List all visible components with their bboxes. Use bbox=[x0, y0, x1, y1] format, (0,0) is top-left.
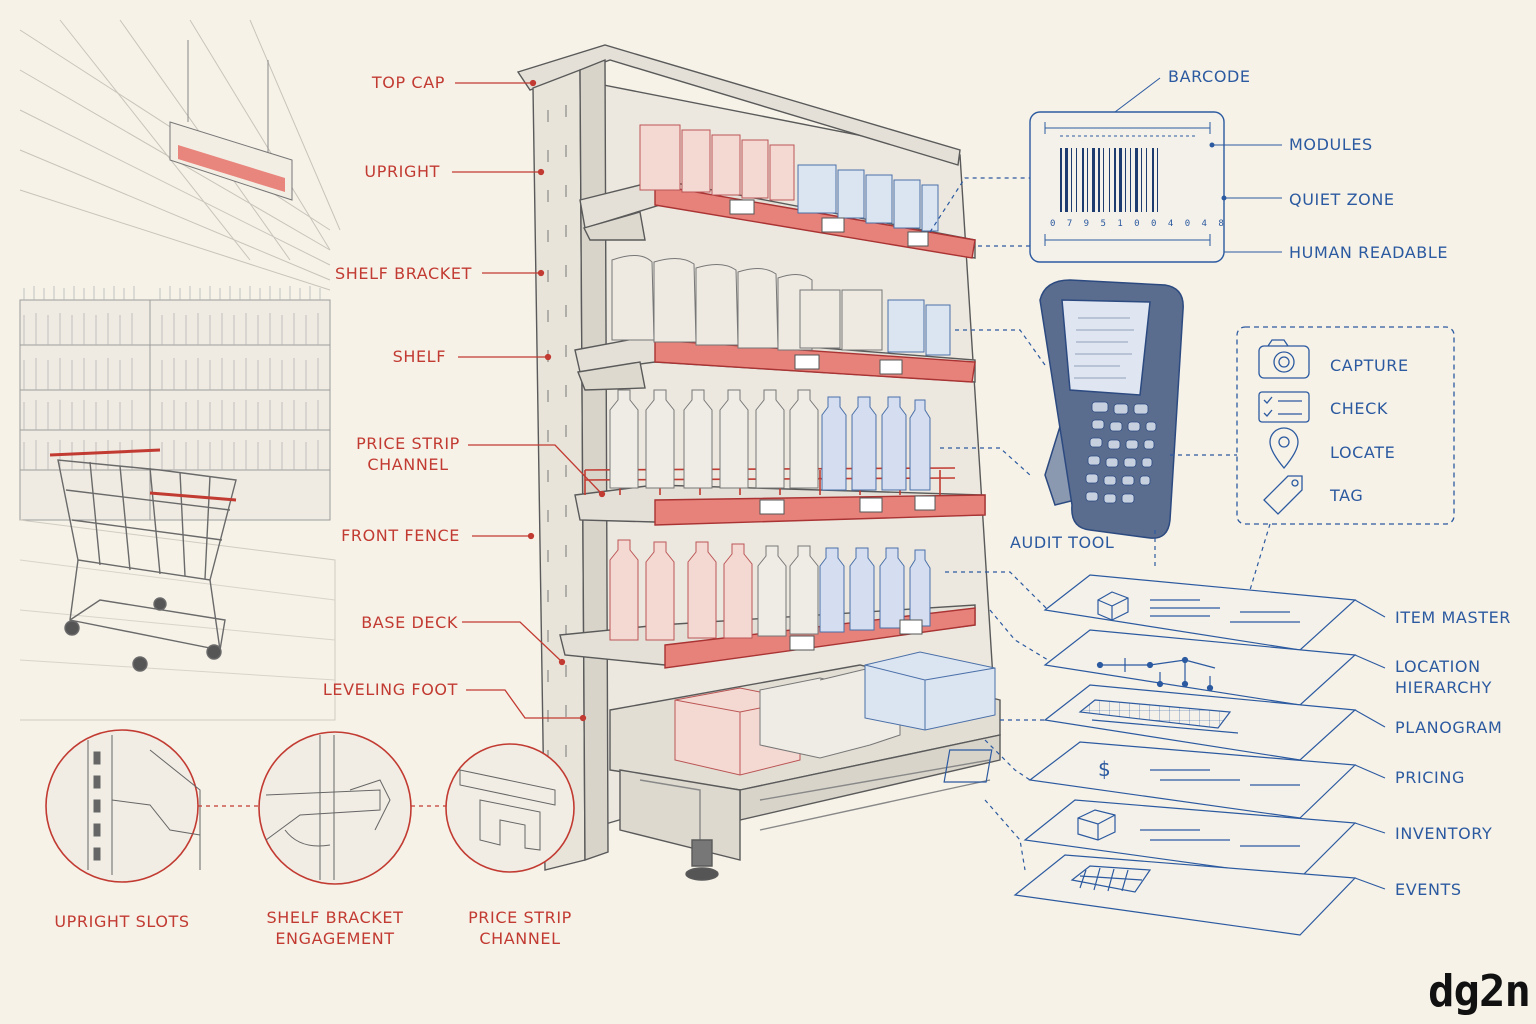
barcode-bar bbox=[1071, 148, 1072, 212]
label-location-line-2: HIERARCHY bbox=[1395, 678, 1492, 697]
label-front-fence: FRONT FENCE bbox=[341, 526, 460, 545]
barcode-panel: 0 7 9 5 1 0 0 4 0 4 8 bbox=[1029, 77, 1282, 263]
label-locate: LOCATE bbox=[1330, 443, 1396, 462]
label-location-line-1: LOCATION bbox=[1395, 657, 1481, 676]
detail-bracket-line-2: ENGAGEMENT bbox=[275, 929, 395, 948]
svg-text:$: $ bbox=[1098, 757, 1111, 781]
barcode-bar bbox=[1135, 148, 1138, 212]
label-price-strip-channel: PRICE STRIP CHANNEL bbox=[352, 433, 464, 475]
label-modules: MODULES bbox=[1289, 135, 1373, 154]
detail-price-strip-line-2: CHANNEL bbox=[479, 929, 561, 948]
label-human-readable: HUMAN READABLE bbox=[1289, 243, 1449, 262]
blue-connectors bbox=[929, 177, 1271, 871]
barcode-bar bbox=[1130, 148, 1131, 212]
label-location-hierarchy: LOCATION HIERARCHY bbox=[1395, 656, 1492, 698]
label-shelf: SHELF bbox=[392, 347, 446, 366]
label-top-cap: TOP CAP bbox=[371, 73, 445, 92]
detail-shelf-bracket-engagement: SHELF BRACKET ENGAGEMENT bbox=[255, 907, 415, 949]
store-aisle-sketch bbox=[19, 19, 341, 721]
label-inventory: INVENTORY bbox=[1395, 824, 1493, 843]
label-leveling-foot: LEVELING FOOT bbox=[322, 680, 458, 699]
barcode-bar bbox=[1119, 148, 1122, 212]
barcode-bar bbox=[1152, 148, 1154, 212]
barcode-bars bbox=[1060, 148, 1158, 212]
barcode-bar bbox=[1157, 148, 1158, 212]
data-layer-icons: $ bbox=[943, 591, 1300, 893]
label-upright: UPRIGHT bbox=[364, 162, 440, 181]
label-price-strip-line-1: PRICE STRIP bbox=[356, 434, 460, 453]
detail-price-strip-line-1: PRICE STRIP bbox=[468, 908, 572, 927]
barcode-bar bbox=[1060, 148, 1062, 212]
barcode-bar bbox=[1109, 148, 1110, 212]
brand-logo: dg2n bbox=[1428, 966, 1531, 1017]
shelf-leader-lines bbox=[452, 79, 606, 722]
data-layer-stack bbox=[1013, 574, 1357, 936]
handheld-scanner bbox=[1039, 279, 1184, 539]
detail-upright-slots: UPRIGHT SLOTS bbox=[54, 912, 190, 931]
barcode-bar bbox=[1082, 148, 1084, 212]
barcode-bar bbox=[1114, 148, 1116, 212]
label-check: CHECK bbox=[1330, 399, 1388, 418]
barcode-bar bbox=[1146, 148, 1147, 212]
label-barcode: BARCODE bbox=[1168, 67, 1251, 86]
shelf-products bbox=[609, 124, 996, 776]
audit-actions-box bbox=[1236, 326, 1455, 525]
label-quiet-zone: QUIET ZONE bbox=[1289, 190, 1395, 209]
barcode-bar bbox=[1125, 148, 1126, 212]
shopping-cart-sketch bbox=[49, 448, 237, 672]
label-base-deck: BASE DECK bbox=[361, 613, 458, 632]
label-tag: TAG bbox=[1330, 486, 1364, 505]
label-price-strip-line-2: CHANNEL bbox=[367, 455, 449, 474]
barcode-bar bbox=[1103, 148, 1104, 212]
barcode-bar bbox=[1092, 148, 1095, 212]
detail-bracket-line-1: SHELF BRACKET bbox=[266, 908, 404, 927]
detail-price-strip-channel: PRICE STRIP CHANNEL bbox=[455, 907, 585, 949]
barcode-bar bbox=[1141, 148, 1142, 212]
detail-circles bbox=[45, 729, 575, 885]
label-item-master: ITEM MASTER bbox=[1395, 608, 1511, 627]
label-planogram: PLANOGRAM bbox=[1395, 718, 1503, 737]
label-shelf-bracket: SHELF BRACKET bbox=[335, 264, 472, 283]
layer-leaders bbox=[1354, 599, 1386, 890]
barcode-bar bbox=[1098, 148, 1100, 212]
barcode-bar bbox=[1065, 148, 1068, 212]
label-capture: CAPTURE bbox=[1330, 356, 1409, 375]
svg-text:0 7 9 5 1 0 0 4 0 4 8: 0 7 9 5 1 0 0 4 0 4 8 bbox=[1050, 219, 1227, 229]
barcode-bar bbox=[1087, 148, 1088, 212]
label-audit-tool: AUDIT TOOL bbox=[1010, 533, 1115, 552]
barcode-bar bbox=[1076, 148, 1077, 212]
label-events: EVENTS bbox=[1395, 880, 1462, 899]
label-pricing: PRICING bbox=[1395, 768, 1465, 787]
